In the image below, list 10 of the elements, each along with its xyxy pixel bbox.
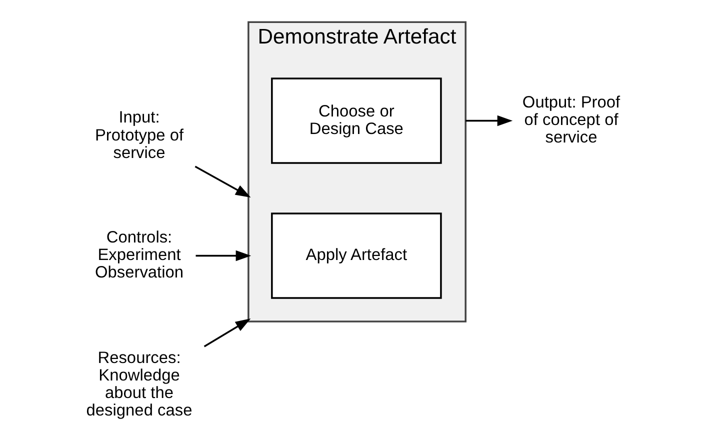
node-box: Apply Artefact [270,212,442,299]
arrow [194,166,250,198]
node-text: Output: Proof of concept of service [522,93,620,147]
node-text: Resources: Knowledge about the designed case [86,348,192,420]
arrow [203,318,250,348]
node-text: Controls: Experiment Observation [94,228,184,282]
arrow [195,250,251,262]
node-text: Input: Prototype of service [94,108,184,162]
node-box: Choose or Design Case [270,78,442,164]
arrow [465,115,512,126]
